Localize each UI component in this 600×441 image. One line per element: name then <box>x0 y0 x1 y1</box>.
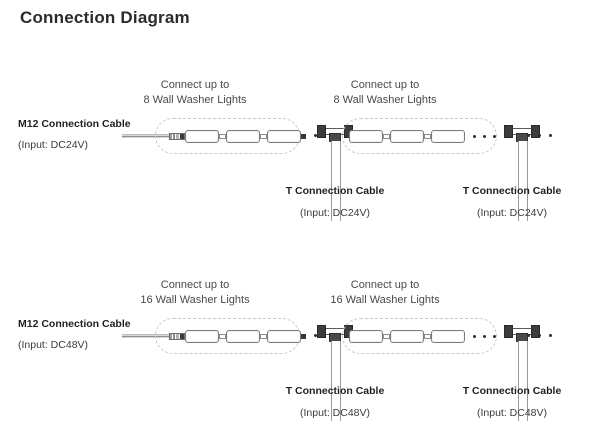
t-connector-1-label: T Connection Cable (Input: DC24V) <box>255 185 415 219</box>
light-group-4 <box>342 318 497 354</box>
t-connector-right-cap-icon <box>531 325 540 338</box>
t-connector-stem-icon <box>518 141 528 221</box>
t-connector-left-cap-icon <box>504 325 513 338</box>
t-connector-4-title: T Connection Cable <box>462 385 562 397</box>
group-caption-3-line1: Connect up to <box>160 279 230 291</box>
t-connector-1-title: T Connection Cable <box>285 185 385 197</box>
lamp-joiner-icon <box>260 333 267 339</box>
t-connector-2-label: T Connection Cable (Input: DC24V) <box>432 185 592 219</box>
group-caption-4: Connect up to 16 Wall Washer Lights <box>300 278 470 308</box>
lamp-joiner-icon <box>260 133 267 139</box>
t-connector-stem-icon <box>331 341 341 421</box>
group-caption-2-line2: 8 Wall Washer Lights <box>333 94 437 106</box>
continuation-dots-5 <box>473 334 496 338</box>
wall-washer-light <box>390 329 424 343</box>
lamp-joiner-icon <box>219 133 226 139</box>
wall-washer-light <box>431 329 465 343</box>
lamp-joiner-icon <box>219 333 226 339</box>
group-caption-4-line1: Connect up to <box>350 279 420 291</box>
group-caption-1-line1: Connect up to <box>160 79 230 91</box>
t-connector-left-cap-icon <box>317 125 326 138</box>
continuation-dots-3 <box>527 134 552 137</box>
t-connector-2-input: (Input: DC24V) <box>476 207 548 219</box>
t-connector-left-cap-icon <box>504 125 513 138</box>
group-caption-3: Connect up to 16 Wall Washer Lights <box>110 278 280 308</box>
t-connector-3-input: (Input: DC48V) <box>299 407 371 419</box>
t-connector-4 <box>504 324 540 424</box>
wall-washer-light <box>185 129 219 143</box>
light-group-3 <box>155 318 306 354</box>
m12-cable-input: (Input: DC48V) <box>18 339 89 351</box>
group-caption-2: Connect up to 8 Wall Washer Lights <box>300 78 470 108</box>
group-caption-1: Connect up to 8 Wall Washer Lights <box>110 78 280 108</box>
group-caption-2-line1: Connect up to <box>350 79 420 91</box>
continuation-dots-1 <box>303 134 317 137</box>
m12-cable-label: M12 Connection Cable (Input: DC24V) <box>18 118 163 151</box>
continuation-dots-2 <box>473 134 496 138</box>
m12-cable-title: M12 Connection Cable <box>18 318 131 330</box>
t-connector-3-label: T Connection Cable (Input: DC48V) <box>255 385 415 419</box>
t-connector-4-input: (Input: DC48V) <box>476 407 548 419</box>
light-group-2 <box>342 118 497 154</box>
m12-cable-label: M12 Connection Cable (Input: DC48V) <box>18 318 163 351</box>
diagram-row-dc48v: M12 Connection Cable (Input: DC48V) Conn… <box>0 270 600 430</box>
wall-washer-light <box>226 329 260 343</box>
m12-cable-input: (Input: DC24V) <box>18 139 89 151</box>
page-title: Connection Diagram <box>20 8 190 27</box>
lamp-joiner-icon <box>383 133 390 139</box>
lamp-joiner-icon <box>424 133 431 139</box>
wall-washer-light <box>390 129 424 143</box>
lamp-joiner-icon <box>424 333 431 339</box>
wall-washer-light <box>267 129 301 143</box>
lead-wire-icon <box>122 134 177 138</box>
diagram-row-dc24v: M12 Connection Cable (Input: DC24V) Conn… <box>0 70 600 230</box>
t-connector-left-cap-icon <box>317 325 326 338</box>
t-connector-4-label: T Connection Cable (Input: DC48V) <box>432 385 592 419</box>
wall-washer-light <box>349 129 383 143</box>
wall-washer-light <box>431 129 465 143</box>
continuation-dots-4 <box>303 334 317 337</box>
t-connector-right-cap-icon <box>531 125 540 138</box>
t-connector-stem-icon <box>518 341 528 421</box>
lamp-joiner-icon <box>383 333 390 339</box>
m12-cable-title: M12 Connection Cable <box>18 118 131 130</box>
group-caption-4-line2: 16 Wall Washer Lights <box>330 294 440 306</box>
lead-wire-icon <box>122 334 177 338</box>
group-caption-3-line2: 16 Wall Washer Lights <box>140 294 250 306</box>
t-connector-stem-icon <box>331 141 341 221</box>
m12-plug-icon <box>169 132 185 140</box>
wall-washer-light <box>226 129 260 143</box>
light-group-1 <box>155 118 306 154</box>
t-connector-2 <box>504 124 540 224</box>
wall-washer-light <box>349 329 383 343</box>
t-connector-3-title: T Connection Cable <box>285 385 385 397</box>
group-caption-1-line2: 8 Wall Washer Lights <box>143 94 247 106</box>
wall-washer-light <box>185 329 219 343</box>
t-connector-2-title: T Connection Cable <box>462 185 562 197</box>
m12-plug-icon <box>169 332 185 340</box>
wall-washer-light <box>267 329 301 343</box>
t-connector-1-input: (Input: DC24V) <box>299 207 371 219</box>
continuation-dots-6 <box>527 334 552 337</box>
